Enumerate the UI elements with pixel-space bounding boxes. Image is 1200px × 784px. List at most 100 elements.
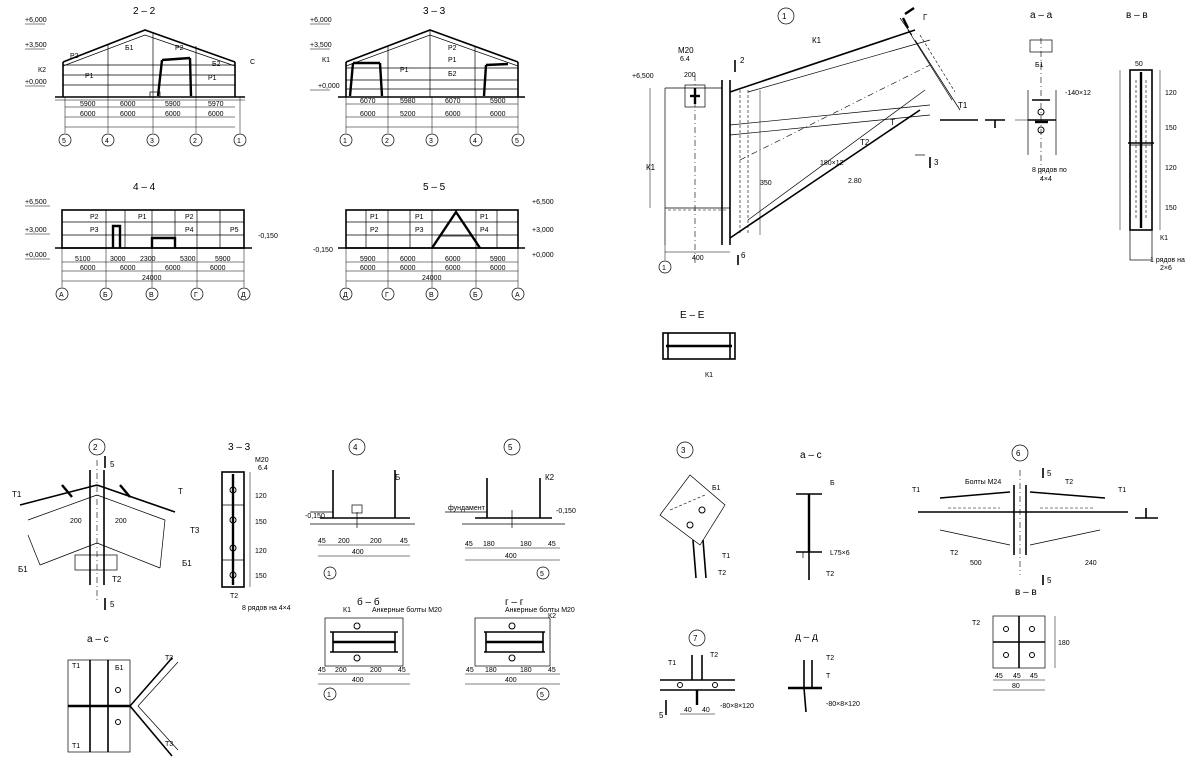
drawing-label: 7 [693,634,698,643]
node-number-marker [503,438,521,456]
section-title: 2 – 2 [133,6,156,17]
drawing-label: 150 [255,519,267,526]
drawing-label: 2300 [140,256,156,263]
drawing-label: 200 [684,72,696,79]
drawing-label: 6000 [210,265,226,272]
drawing-label: 200 [70,518,82,525]
section-title: 5 – 5 [423,182,446,193]
drawing-label: К1 [705,372,713,379]
drawing-label: Е – Е [680,310,705,321]
svg-text:Р2: Р2 [448,45,457,52]
drawing-label: +6,000 [25,17,47,24]
drawing-label: 180×12 [820,160,844,167]
node-4-detail: 4 Б -0,150 200 200 45 45 400 1 [305,438,415,580]
drawing-label: +6,500 [532,199,554,206]
drawing-label: Р1 [370,214,379,221]
drawing-label: Т1 [722,553,730,560]
drawing-label: Б1 [18,565,28,574]
section-a-a: а – а Б1 -140×12 8 рядов по 4×4 [1015,10,1091,183]
drawing-label: 4 [473,138,477,145]
drawing-label: а – а [1030,10,1053,21]
drawing-label: 6000 [490,111,506,118]
drawing-label: Т1 [912,487,920,494]
drawing-label: 5 [515,138,519,145]
drawing-label: -80×8×120 [720,703,754,710]
drawing-label: Б1 [1035,62,1044,69]
drawing-label: В [429,292,434,299]
drawing-label: 5900 [80,101,96,108]
drawing-label: К1 [812,36,822,45]
drawing-label: 6000 [165,265,181,272]
node-5-detail: 5 К2 -0,150 фундамент 180 180 45 45 400 … [445,438,576,580]
drawing-label: 5980 [400,98,416,105]
drawing-label: Т2 [950,550,958,557]
drawing-label: Б1 [182,559,192,568]
drawing-label: б – б [357,596,380,608]
drawing-label: В [149,292,154,299]
drawing-label: Б1 [712,485,721,492]
drawing-label: Т2 [860,138,870,147]
drawing-label: Р4 [185,227,194,234]
drawing-label: +6,500 [25,199,47,206]
drawing-label: 1 рядов на [1150,257,1185,264]
drawing-label: 400 [692,255,704,262]
drawing-label: 500 [970,560,982,567]
drawing-label: 5 [659,711,664,720]
drawing-label: 120 [1165,90,1177,97]
drawing-label: 2×6 [1160,265,1172,272]
drawing-label: 6000 [445,265,461,272]
svg-text:Б1: Б1 [125,45,134,52]
drawing-label: 120 [255,493,267,500]
drawing-label: 6000 [400,256,416,263]
drawing-label: а – с [87,634,109,645]
drawing-label: Т1 [668,660,676,667]
drawing-label: 3 [150,138,154,145]
drawing-label: А [59,292,64,299]
drawing-label: Анкерные болты М20 [372,606,442,614]
drawing-label: Т2 [710,652,718,659]
drawing-label: 5200 [400,111,416,118]
drawing-label: Р3 [415,227,424,234]
drawing-label: +3,000 [532,227,554,234]
drawing-label: 400 [505,677,517,684]
drawing-label: 4 [105,138,109,145]
drawing-label: Т2 [718,570,726,577]
drawing-label: 400 [352,677,364,684]
drawing-label: М20 [678,46,694,55]
drawing-label: 40 [684,707,692,714]
drawing-label: 180 [1058,640,1070,647]
drawing-label: 45 [995,673,1003,680]
drawing-label: Т3 [190,526,200,535]
drawing-label: -0,150 [258,233,278,240]
section-g-g: г – г К2 Анкерные болты М20 45 180 180 4… [465,597,575,701]
drawing-label: +3,500 [310,42,332,49]
drawing-label: Р2 [185,214,194,221]
drawing-label: Т1 [1118,487,1126,494]
section-v-v-plate: в – в Т2 45 45 45 80 180 [972,587,1070,691]
drawing-label: Анкерные болты М20 [505,606,575,614]
drawing-label: 200 [370,538,382,545]
drawing-label: Т1 [958,101,968,110]
drawing-label: -0,150 [305,513,325,520]
drawing-label: 6000 [165,111,181,118]
drawing-label: 2.80 [848,178,862,185]
drawing-label: 6000 [445,256,461,263]
drawing-label: 200 [115,518,127,525]
drawing-label: К1 [1160,235,1168,242]
drawing-label: К2 [548,613,556,620]
drawing-label: Т2 [1065,479,1073,486]
drawing-label: 4×4 [1040,176,1052,183]
drawing-label: -0,150 [313,247,333,254]
drawing-label: в – в [1126,10,1148,21]
drawing-label: Б [395,473,400,482]
drawing-label: 5 [540,571,544,578]
drawing-label: Б [830,480,835,487]
drawing-label: 5900 [490,256,506,263]
drawing-label: 45 [548,667,556,674]
drawing-label: в – в [1015,587,1037,598]
section-b-b: б – б К1 Анкерные болты М20 45 200 200 4… [318,596,442,701]
drawing-label: 5900 [490,98,506,105]
drawing-label: 6000 [80,111,96,118]
drawing-label: 5 [62,138,66,145]
drawing-label: 5 [508,443,513,452]
